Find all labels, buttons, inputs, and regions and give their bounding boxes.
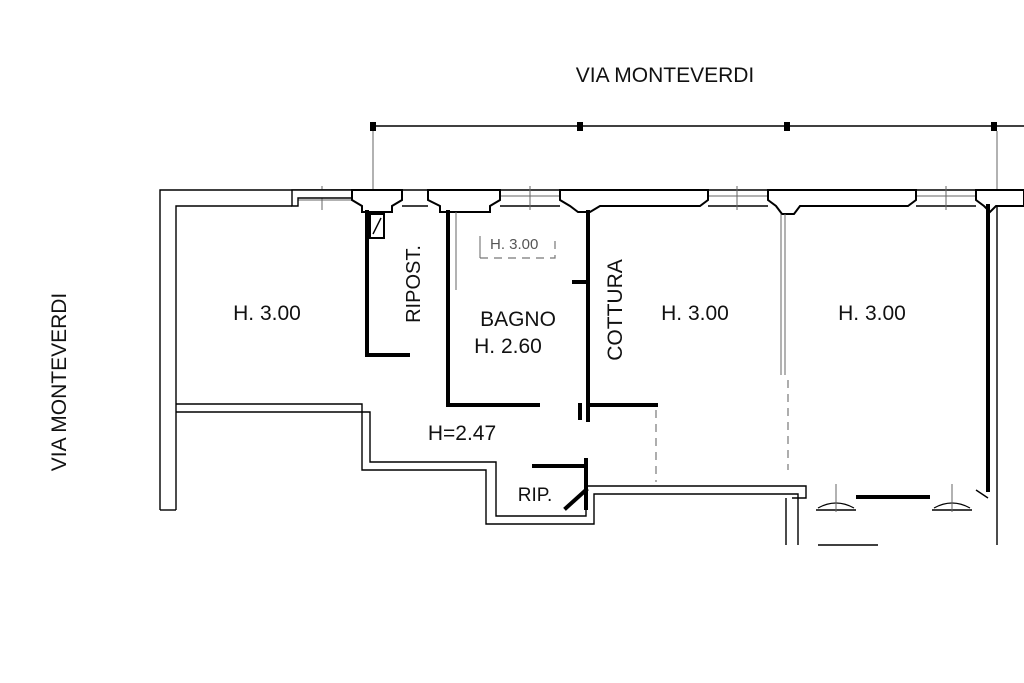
bagno-height: H. 2.60 xyxy=(474,335,542,358)
ripostiglio-label: RIPOST. xyxy=(403,245,425,323)
cottura-label: COTTURA xyxy=(604,259,627,361)
dashed-lines xyxy=(479,236,789,482)
facade-pillars xyxy=(291,189,1024,215)
street-label-top: VIA MONTEVERDI xyxy=(576,64,755,87)
room-height-4: H. 3.00 xyxy=(838,302,906,325)
lower-walls xyxy=(176,403,807,545)
bagno-label: BAGNO xyxy=(480,308,556,331)
corridor-height: H=2.47 xyxy=(428,422,496,445)
room-height-3: H. 3.00 xyxy=(661,302,729,325)
rip-label: RIP. xyxy=(518,485,553,506)
exterior-walls xyxy=(159,186,1024,511)
street-label-left: VIA MONTEVERDI xyxy=(48,293,71,472)
dimension-line-top xyxy=(370,122,1024,195)
balcony-elements xyxy=(816,484,989,546)
bagno-inner-height: H. 3.00 xyxy=(490,236,538,253)
room-height-1: H. 3.00 xyxy=(233,302,301,325)
interior-walls xyxy=(365,204,998,545)
